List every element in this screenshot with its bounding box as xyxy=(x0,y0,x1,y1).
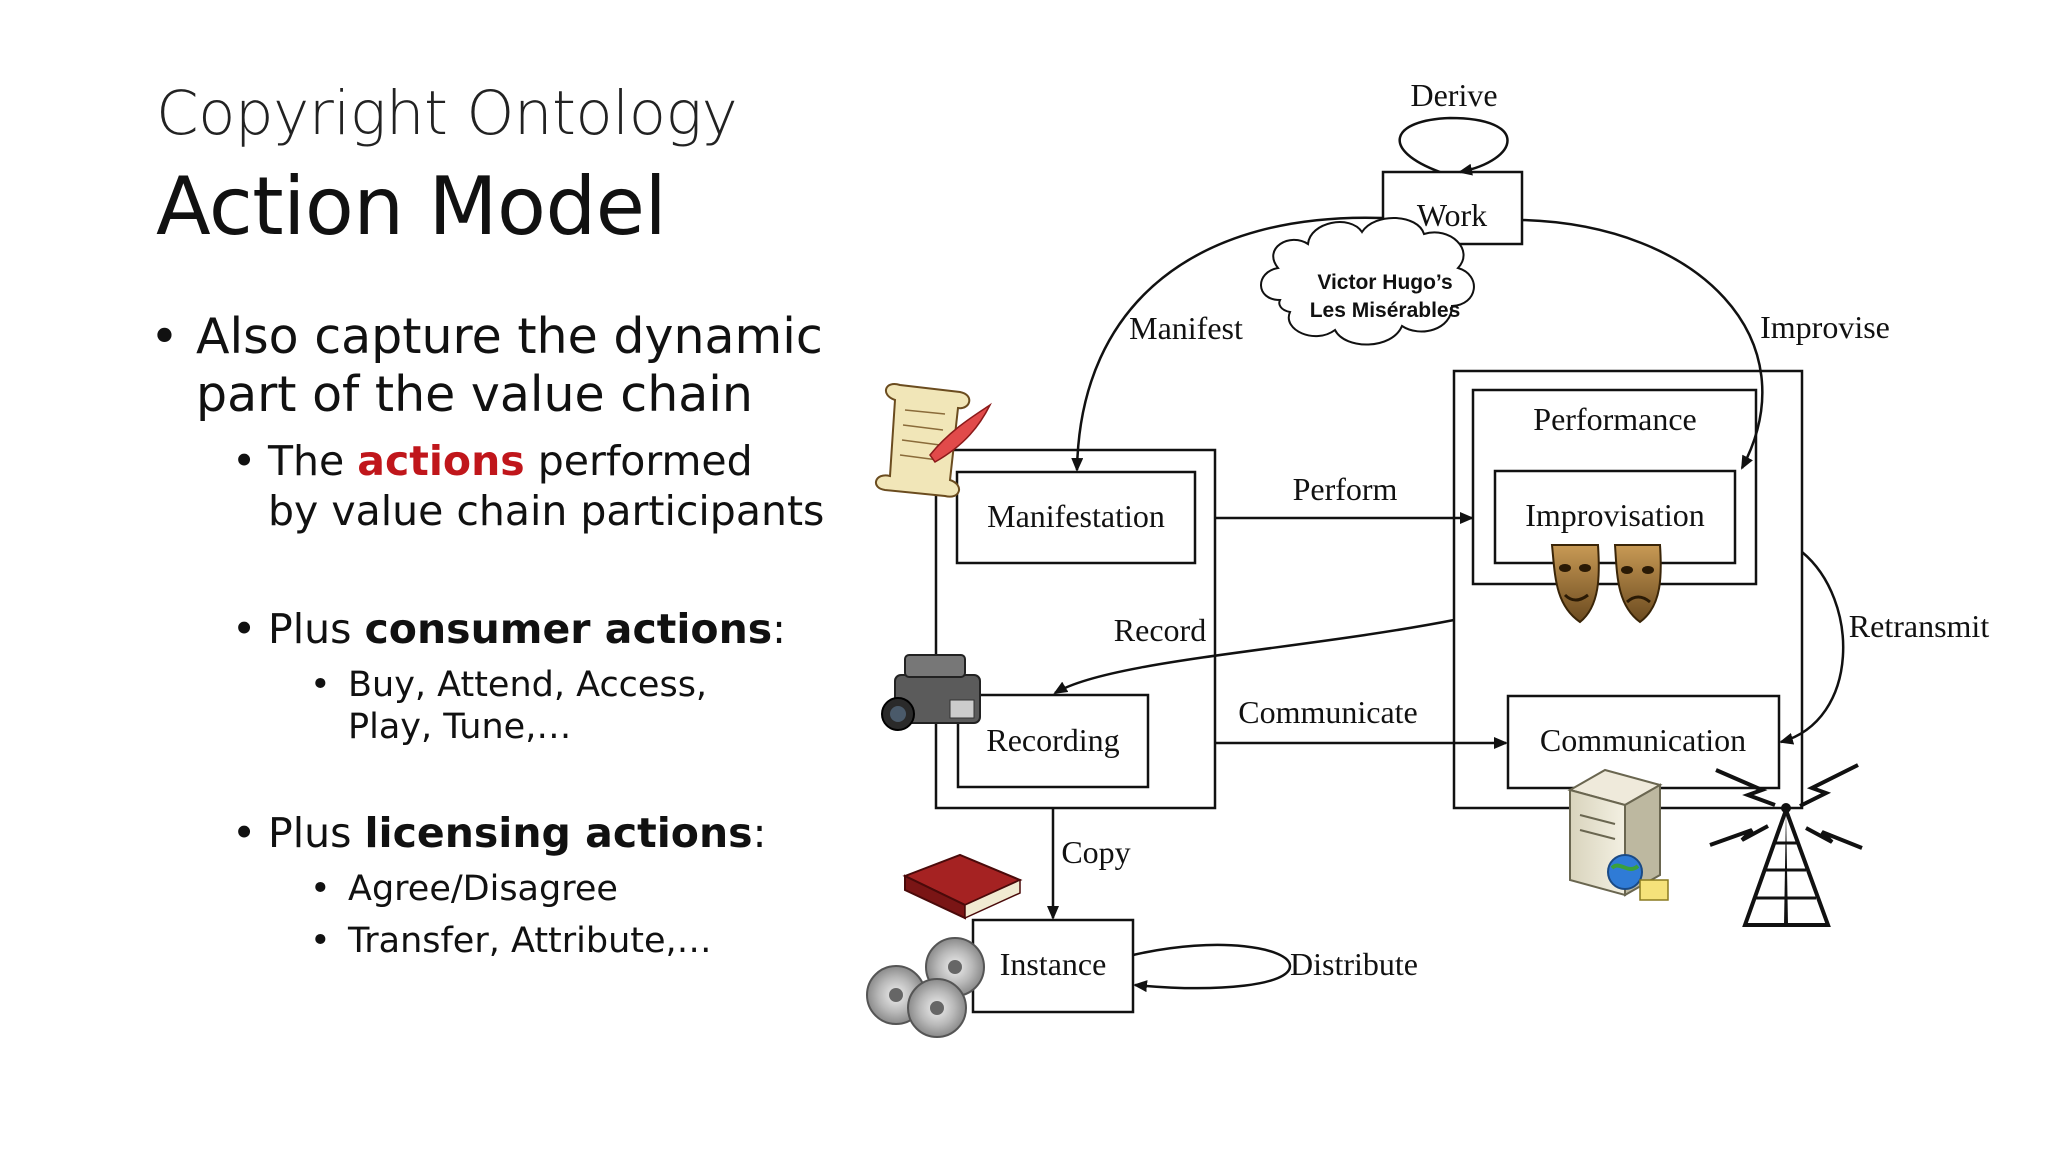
node-manifestation-box xyxy=(955,470,1197,565)
node-manifestation-label: Manifestation xyxy=(987,498,1165,534)
bullet-dot: • xyxy=(232,605,257,653)
node-improvisation-label: Improvisation xyxy=(1525,497,1705,533)
node-work-label: Work xyxy=(1417,197,1487,233)
edge-improvise xyxy=(1521,218,1764,470)
edge-improvise-label: Improvise xyxy=(1760,309,1890,345)
bullet-dot: • xyxy=(310,665,331,705)
cd-discs-icon xyxy=(866,937,985,1038)
video-camera-icon xyxy=(881,654,981,731)
edge-manifest-label: Manifest xyxy=(1129,310,1243,346)
edge-record-label: Record xyxy=(1114,612,1206,648)
radio-tower-icon xyxy=(1709,763,1863,927)
bullet-text: Agree/Disagree xyxy=(348,869,618,909)
edge-communicate-label: Communicate xyxy=(1238,694,1418,730)
bullet-dot: • xyxy=(310,921,331,961)
bullet-dot: • xyxy=(310,869,331,909)
node-instance-label: Instance xyxy=(1000,946,1107,982)
bullet-text: Buy, Attend, Access, Play, Tune,… xyxy=(348,665,708,747)
edge-derive-label: Derive xyxy=(1410,77,1497,113)
book-icon xyxy=(902,853,1023,920)
edge-manifest xyxy=(1071,216,1384,472)
node-instance-box xyxy=(971,918,1135,1014)
edge-perform-label: Perform xyxy=(1293,471,1398,507)
theater-masks-icon xyxy=(1550,544,1662,624)
edge-retransmit xyxy=(1779,551,1845,745)
edge-distribute xyxy=(1132,943,1292,993)
slide-title-line1: Copyright Ontology xyxy=(156,78,738,149)
bullet-text: Plus licensing actions: xyxy=(268,809,767,857)
cloud-text-line2: Les Misérables xyxy=(1310,299,1461,322)
node-recording-label: Recording xyxy=(986,722,1119,758)
bullet-dot: • xyxy=(232,809,257,857)
bullet-text: Plus consumer actions: xyxy=(268,605,786,653)
node-communication-box xyxy=(1506,694,1781,790)
bullet-text: Also capture the dynamic part of the val… xyxy=(196,308,823,423)
node-communication-label: Communication xyxy=(1540,722,1746,758)
server-icon xyxy=(1567,768,1669,901)
bullet-dot: • xyxy=(150,308,179,365)
edge-derive xyxy=(1398,116,1509,176)
group-manifestation-recording xyxy=(934,448,1217,810)
node-recording-box xyxy=(956,693,1150,789)
edge-copy-label: Copy xyxy=(1061,834,1130,870)
edge-record xyxy=(1053,618,1455,695)
edge-retransmit-label: Retransmit xyxy=(1849,608,1990,644)
edge-distribute-label: Distribute xyxy=(1290,946,1418,982)
node-performance-box xyxy=(1471,388,1758,586)
bullet-text: Transfer, Attribute,… xyxy=(348,921,712,961)
node-performance-label: Performance xyxy=(1533,401,1696,437)
cloud-text-line1: Victor Hugo’s xyxy=(1317,271,1452,294)
bullet-text: The actions performed by value chain par… xyxy=(268,437,825,535)
slide-title-line2: Action Model xyxy=(156,160,667,253)
bullet-dot: • xyxy=(232,437,257,485)
cloud-callout: Victor Hugo’s Les Misérables xyxy=(1260,217,1475,346)
scroll-quill-icon xyxy=(875,383,992,498)
